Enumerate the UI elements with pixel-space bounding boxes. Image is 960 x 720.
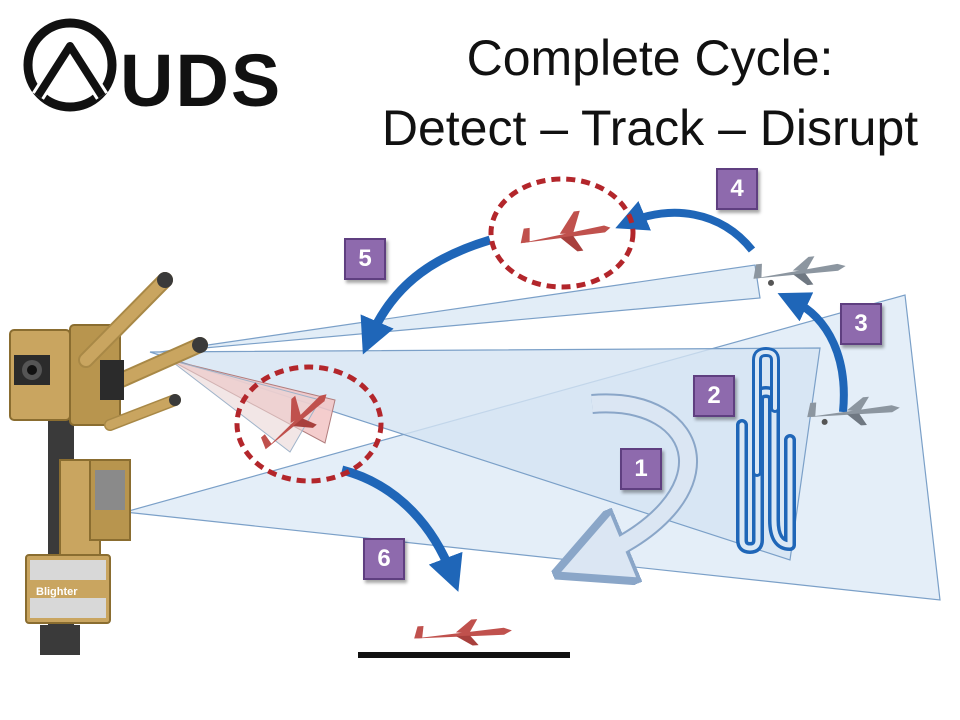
- step-1-arrow: [590, 393, 698, 560]
- camera-jammer-turret: [9, 272, 208, 655]
- step-3-arrow: [777, 292, 848, 413]
- tracked-drone-upper: [753, 256, 846, 286]
- step-2-track-path: [736, 347, 796, 554]
- page-title-line-1: Complete Cycle:: [466, 30, 834, 86]
- uds-logo-text: UDS: [120, 39, 283, 122]
- step-badge-3: 3: [840, 303, 882, 345]
- hostile-drone-top: [520, 210, 611, 252]
- target-circle-jammed: [234, 364, 384, 484]
- step-badge-1: 1: [620, 448, 662, 490]
- step-badge-6: 6: [363, 538, 405, 580]
- radar-unit: [25, 459, 131, 655]
- target-circle-top: [488, 176, 636, 290]
- page-title-line-2: Detect – Track – Disrupt: [381, 100, 919, 156]
- step-badge-2: 2: [693, 375, 735, 417]
- step-5-arrow: [360, 235, 492, 355]
- tracking-beam-upper: [159, 264, 761, 353]
- hostile-drone-jammed: [260, 394, 327, 450]
- step-badge-4: 4: [716, 168, 758, 210]
- uds-logo-mark: [23, 18, 117, 112]
- step-badge-5: 5: [344, 238, 386, 280]
- tracked-drone-lower: [807, 396, 900, 426]
- radar-brand-label: Blighter: [36, 586, 78, 598]
- step-4-arrow: [615, 201, 756, 253]
- downed-drone: [414, 619, 512, 646]
- step-6-arrow: [340, 465, 463, 592]
